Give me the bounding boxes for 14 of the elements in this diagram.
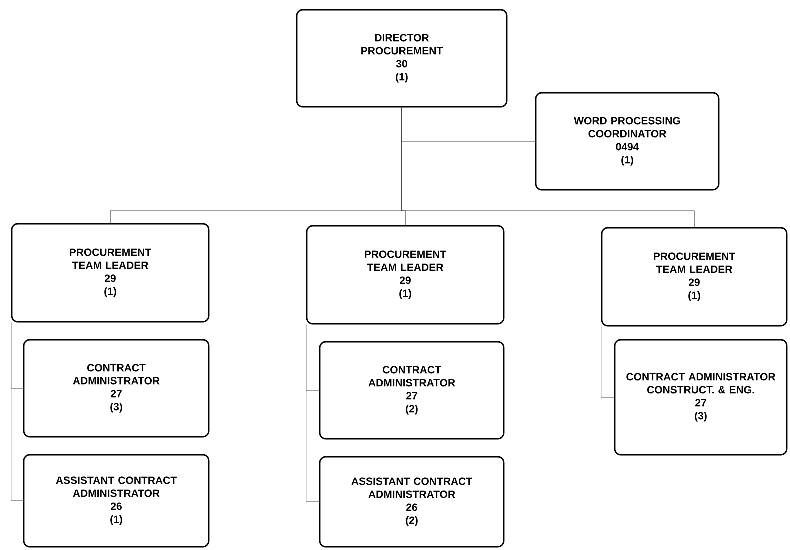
- position-box: WORD PROCESSING COORDINATOR 0494 (1): [535, 92, 720, 191]
- position-box: PROCUREMENT TEAM LEADER 29 (1): [11, 223, 210, 323]
- position-box: CONTRACT ADMINISTRATOR 27 (2): [319, 341, 505, 440]
- position-box: PROCUREMENT TEAM LEADER 29 (1): [306, 225, 505, 325]
- position-box: ASSISTANT CONTRACT ADMINISTRATOR 26 (2): [319, 456, 505, 548]
- connector-line: [402, 107, 695, 228]
- connector-line: [601, 326, 615, 398]
- position-box: DIRECTOR PROCUREMENT 30 (1): [296, 9, 508, 108]
- connector-line: [11, 322, 24, 502]
- position-box: CONTRACT ADMINISTRATOR CONSTRUCT. & ENG. 27 (3): [614, 339, 788, 456]
- position-box: PROCUREMENT TEAM LEADER 29 (1): [601, 227, 788, 327]
- position-box: ASSISTANT CONTRACT ADMINISTRATOR 26 (1): [23, 454, 210, 548]
- connector-line: [306, 324, 320, 502]
- position-box: CONTRACT ADMINISTRATOR 27 (3): [23, 339, 210, 438]
